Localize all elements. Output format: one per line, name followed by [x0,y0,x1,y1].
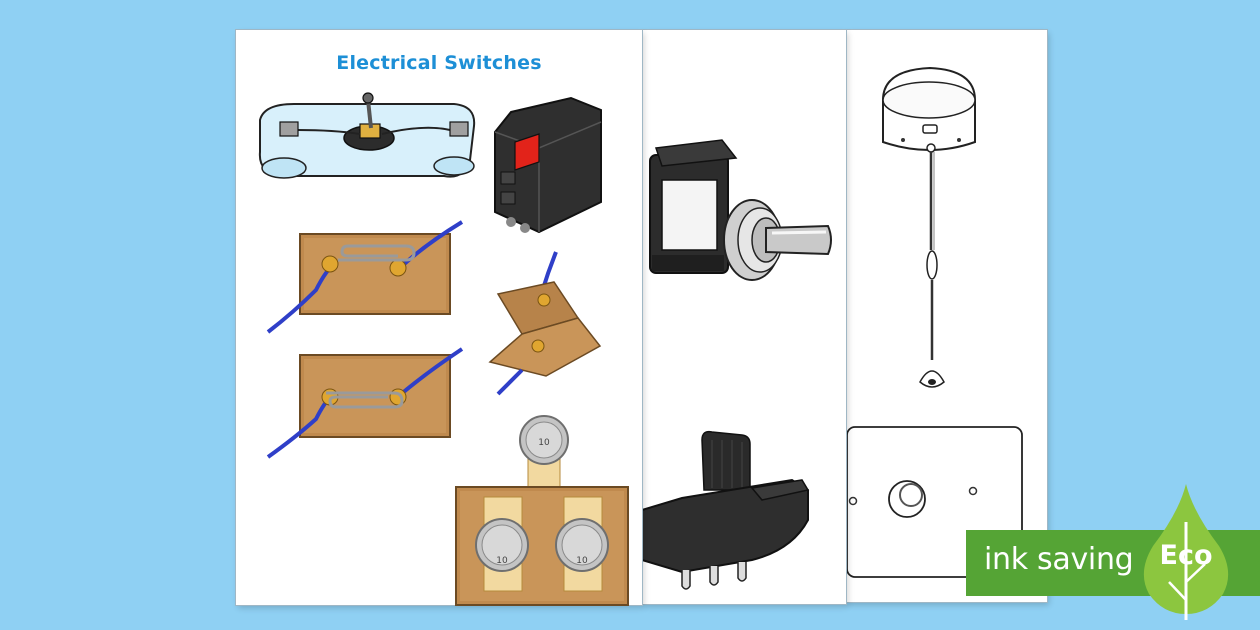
svg-text:10: 10 [496,556,508,566]
ink-saving-label: ink saving [984,542,1134,577]
pull-cord-switch-illustration [882,66,976,388]
eco-label: Eco [1159,540,1213,571]
slide-switch-illustration [641,430,810,590]
worksheet-title: Electrical Switches [336,52,542,74]
folded-card-switch-illustration [488,251,602,396]
lever-switch-board-illustration [258,92,476,179]
worksheet-page-3 [845,30,1047,602]
coin-switch-illustration: 10 10 10 [455,415,629,606]
worksheet-page-1: Electrical Switches [236,30,642,606]
svg-text:10: 10 [576,556,588,566]
circuit-breaker-illustration [494,96,602,234]
paperclip-switch-closed-illustration [266,347,464,459]
eco-leaf-drop-icon [1143,484,1229,620]
worksheet-page-2 [641,30,846,604]
svg-text:10: 10 [538,438,550,448]
paperclip-switch-open-illustration [266,220,464,334]
toggle-switch-illustration [649,139,832,281]
